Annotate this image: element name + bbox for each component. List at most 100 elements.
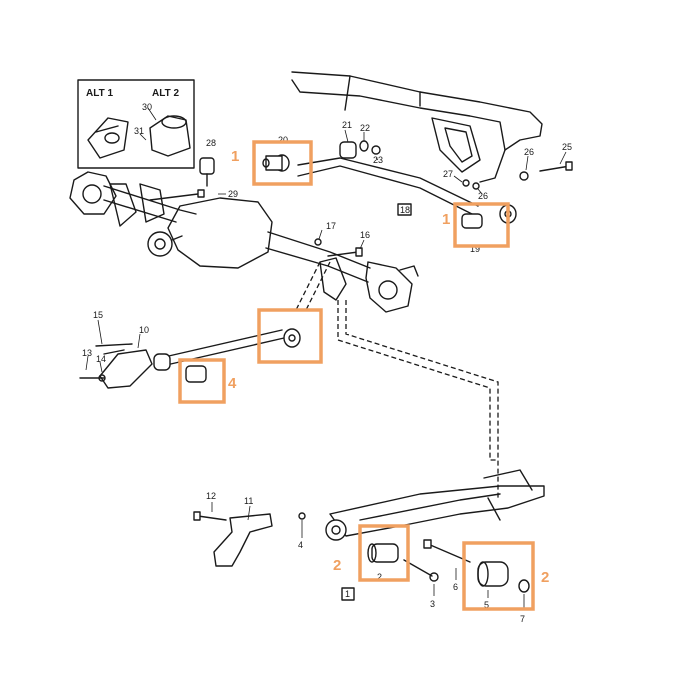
highlight-label-2-right: 2 [541, 569, 549, 586]
frame-gusset [431, 117, 481, 173]
highlight-box-bushing-19 [453, 202, 510, 248]
dashed-link-torque-rod [295, 261, 331, 311]
part-3-label: 3 [430, 599, 435, 609]
highlight-box-panhard-eye [257, 308, 323, 364]
part-31-label: 31 [134, 126, 144, 136]
part-12-label: 12 [206, 491, 216, 501]
highlight-label-4: 4 [228, 375, 237, 392]
part-23-label: 23 [373, 155, 383, 165]
axle-bracket-hardware [314, 229, 365, 257]
highlight-box-bushing-20 [252, 140, 313, 186]
part-17-label: 17 [326, 221, 336, 231]
pinion-flange [147, 231, 173, 257]
part-21-label: 21 [342, 120, 352, 130]
nut-4 [298, 512, 306, 520]
part-1-box [341, 587, 355, 601]
part-30-label: 30 [142, 102, 152, 112]
bump-stop-28-body [199, 157, 215, 175]
part-10-label: 10 [139, 325, 149, 335]
axle-flange-right [365, 261, 413, 313]
part-18-label: 18 [400, 205, 410, 215]
bracket-11 [213, 513, 273, 567]
alt2-label: ALT 2 [152, 88, 179, 99]
highlight-label-2-left: 2 [333, 557, 341, 574]
part-26b-label: 26 [478, 191, 488, 201]
trailing-arm-front-eye [325, 519, 347, 541]
frame-gusset-cutout [444, 127, 473, 163]
part-11-label: 11 [244, 496, 253, 506]
highlight-label-1-right: 1 [442, 211, 450, 228]
rod-mount-hardware [453, 151, 573, 195]
bushing-19-body [461, 213, 483, 229]
bolt-16 [327, 251, 359, 257]
spring-seat-left [109, 183, 165, 227]
alt1-label: ALT 1 [86, 88, 113, 99]
nut-23 [371, 145, 381, 155]
part-13-label: 13 [82, 348, 92, 358]
part-22-label: 22 [360, 123, 370, 133]
part-20-label: 20 [278, 135, 288, 145]
washer-26b [472, 182, 480, 190]
differential-housing [167, 197, 273, 269]
part-2-label: 2 [377, 572, 382, 582]
bushing-21 [339, 141, 357, 159]
washer-22 [359, 140, 369, 152]
frame-ribs [344, 75, 421, 111]
part-28-label: 28 [206, 138, 216, 148]
axle-flange-left [69, 171, 117, 215]
bushing-5-assembly [423, 539, 530, 610]
trailing-arm-rib [359, 493, 501, 521]
part-16-label: 16 [360, 230, 370, 240]
part-19-label: 19 [470, 244, 480, 254]
alt2-mount [149, 115, 191, 157]
washer-26a [519, 171, 529, 181]
nut-29 [197, 189, 205, 198]
bolt-29 [149, 193, 199, 201]
washer-14 [98, 374, 106, 382]
nut-27 [462, 179, 470, 187]
bushing-4 [185, 365, 207, 383]
part-27-label: 27 [443, 169, 453, 179]
part-15-label: 15 [93, 310, 103, 320]
torque-rod-lower-edge [297, 165, 477, 217]
bolt-25-head [565, 161, 573, 171]
spring-seat-right [319, 257, 347, 301]
part-5-label: 5 [484, 600, 489, 610]
washer-7 [518, 579, 530, 593]
bushing-21-assembly [339, 129, 381, 161]
bracket-11-assembly [193, 502, 273, 567]
highlight-box-bushing-2 [358, 524, 410, 582]
bushing-2-assembly [367, 543, 439, 596]
trailing-arm-body [329, 485, 545, 537]
body-frame [291, 71, 543, 183]
frame-outline-top [291, 71, 543, 151]
highlight-boxes: 1 1 4 2 2 [178, 140, 549, 611]
bushing-20-end [262, 158, 270, 168]
part-18-box [397, 203, 412, 216]
bushing-2 [371, 543, 399, 563]
bolt-12 [197, 515, 227, 521]
bracket-10 [99, 349, 153, 389]
highlight-label-1-left: 1 [231, 148, 239, 165]
trailing-arm-rear-bracket [483, 469, 533, 521]
highlight-box-bushing-4 [178, 358, 226, 404]
dashed-link-trailing-arm [337, 300, 499, 500]
part-14-label: 14 [96, 354, 106, 364]
part-25-label: 25 [562, 142, 572, 152]
alt1-bushing [104, 132, 120, 144]
bushing-5 [477, 561, 509, 587]
part-29-label: 29 [228, 189, 238, 199]
alt1-bracket [87, 117, 129, 159]
bolt-15 [95, 343, 133, 347]
highlight-box-bushing-5 [462, 541, 535, 611]
part-7-label: 7 [520, 614, 525, 624]
rear-axle-housing [69, 171, 419, 313]
torque-rod-upper-edge [297, 157, 479, 207]
part-4-label: 4 [298, 540, 303, 550]
panhard-rod-eye-right [283, 328, 301, 348]
bushing-20 [262, 154, 290, 172]
bushing-20-body [265, 155, 283, 171]
frame-outline-mid [291, 79, 506, 183]
trailing-arm [298, 469, 545, 541]
